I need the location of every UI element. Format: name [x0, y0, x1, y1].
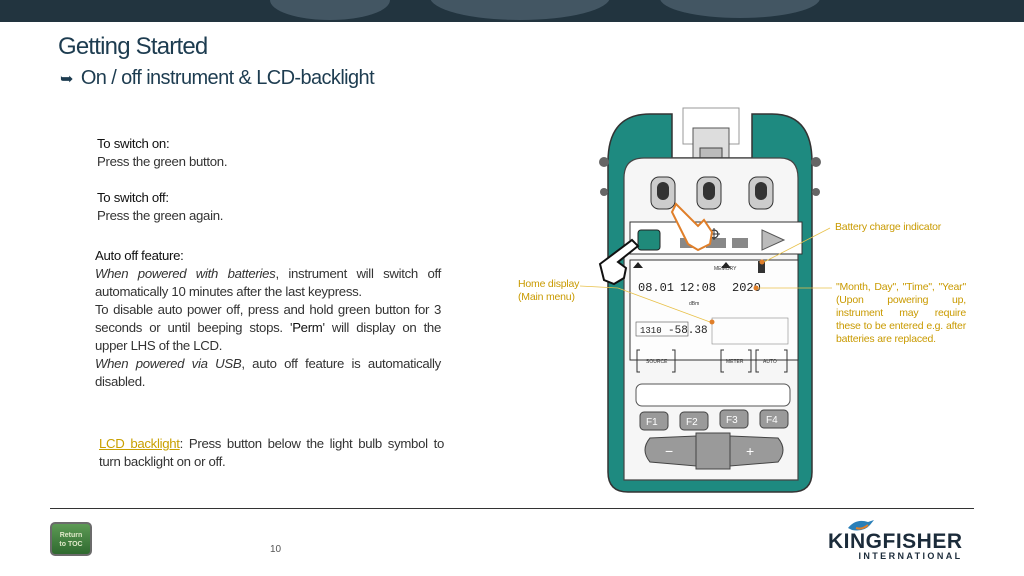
kingfisher-bird-icon: [848, 520, 874, 531]
logo-subtitle: INTERNATIONAL: [858, 551, 963, 561]
battery-callout: Battery charge indicator: [835, 221, 942, 233]
date-time-callout: "Month, Day", "Time", "Year" (Upon power…: [836, 281, 966, 345]
meter-label: METER: [726, 359, 744, 365]
lcd-year: 2020: [732, 281, 761, 295]
pointing-hand-icon-2: [670, 202, 714, 252]
f3-key[interactable]: F3: [719, 409, 749, 429]
page-subtitle: ➥ On / off instrument & LCD-backlight: [60, 67, 375, 90]
plus-label: +: [746, 443, 754, 459]
auto-label: AUTO: [763, 359, 777, 365]
auto-off-para-1-text: , instrument will switch off automatical…: [95, 266, 441, 299]
lcd-power-reading: -58.38: [668, 325, 708, 337]
toc-line-1: Return: [59, 532, 83, 539]
green-power-button[interactable]: [637, 229, 661, 251]
return-to-toc-button[interactable]: Return to TOC: [50, 522, 92, 556]
f1-key[interactable]: F1: [639, 411, 669, 431]
switch-off-text: Press the green again.: [97, 208, 224, 223]
backlight-section: LCD backlight: Press button below the li…: [99, 435, 444, 471]
auto-off-section: Auto off feature: When powered with batt…: [95, 247, 441, 391]
lcd-date: 08.01: [638, 281, 674, 295]
port-3: [748, 176, 774, 210]
switch-off-section: To switch off: Press the green again.: [97, 189, 397, 225]
toc-line-2: to TOC: [59, 541, 83, 548]
switch-on-text: Press the green button.: [97, 154, 228, 169]
lcd-wavelength: 1310: [640, 326, 662, 336]
auto-off-para-3: When powered via USB, auto off feature i…: [95, 355, 441, 391]
f3-label: F3: [726, 415, 738, 426]
f2-label: F2: [686, 417, 698, 428]
power-meter-illustration: MEMORY 08.01 12:08 2020 dBm 1310 -58.38 …: [579, 107, 832, 493]
lcd-unit: dBm: [689, 301, 699, 307]
switch-off-heading: To switch off:: [97, 190, 169, 205]
logo-wordmark: KINGFISHER: [828, 530, 963, 553]
f4-key[interactable]: F4: [759, 409, 789, 429]
auto-off-para-2-post: ' will display on the upper LHS of the L…: [95, 320, 442, 353]
auto-button[interactable]: AUTO: [755, 349, 788, 373]
home-display-callout: Home display (Main menu): [518, 278, 598, 304]
auto-off-para-2-pre: To disable auto power off, press and hol…: [95, 302, 441, 335]
port-1: [650, 176, 676, 210]
home-display-line-2: (Main menu): [518, 291, 575, 303]
switch-on-section: To switch on: Press the green button.: [97, 135, 397, 171]
usb-power-phrase: When powered via USB: [95, 356, 242, 371]
auto-off-para-1: When powered with batteries, instrument …: [95, 265, 441, 301]
footer-divider: [50, 508, 974, 509]
source-label: SOURCE: [646, 359, 668, 365]
f1-label: F1: [646, 417, 658, 428]
battery-power-phrase: When powered with batteries: [95, 266, 276, 281]
minus-label: −: [665, 443, 673, 459]
kingfisher-logo: KINGFISHER INTERNATIONAL: [828, 520, 963, 561]
subtitle-text: On / off instrument & LCD-backlight: [80, 67, 375, 89]
arrow-icon: ➥: [60, 70, 73, 88]
perm-word: Perm: [292, 320, 323, 335]
f2-key[interactable]: F2: [679, 411, 709, 431]
auto-off-para-2: To disable auto power off, press and hol…: [95, 301, 441, 355]
lcd-screen: [629, 259, 799, 361]
meter-button[interactable]: METER: [720, 349, 752, 373]
backlight-text: : Press button below the light bulb symb…: [99, 436, 444, 469]
minus-plus-rocker[interactable]: − +: [644, 432, 784, 470]
home-display-line-1: Home display: [518, 278, 580, 290]
lcd-memory-label: MEMORY: [714, 266, 737, 272]
lcd-time: 12:08: [680, 281, 716, 295]
auto-off-para-3-text: , auto off feature is automatically disa…: [95, 356, 441, 389]
port-2: [696, 176, 722, 210]
page-title: Getting Started: [58, 33, 208, 60]
battery-icon: [758, 261, 765, 273]
f4-label: F4: [766, 415, 778, 426]
auto-off-heading: Auto off feature:: [95, 248, 184, 263]
top-banner: [0, 0, 1024, 22]
page-number: 10: [270, 544, 282, 555]
switch-on-heading: To switch on:: [97, 136, 170, 151]
pointing-hand-icon: [598, 238, 640, 286]
source-button[interactable]: SOURCE: [636, 349, 676, 373]
lcd-backlight-label: LCD backlight: [99, 436, 180, 451]
